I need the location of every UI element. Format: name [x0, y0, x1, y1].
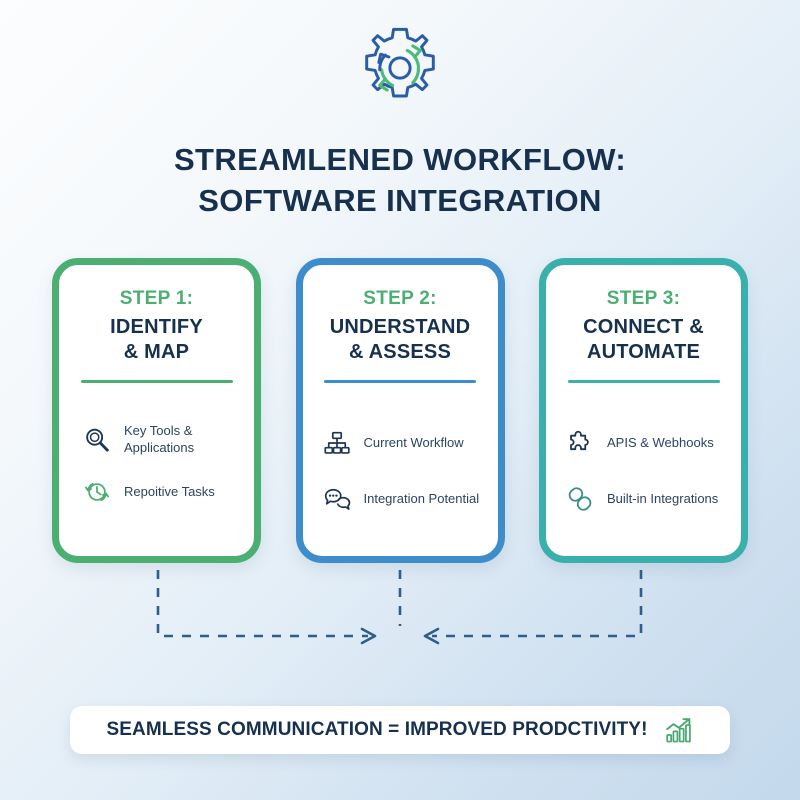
list-item-label: Key Tools & Applications — [124, 423, 194, 456]
step-3-title-line2: AUTOMATE — [586, 341, 701, 364]
gear-refresh-icon — [354, 22, 446, 119]
list-item[interactable]: Current Workflow — [321, 427, 482, 459]
step-1-label: STEP 1: — [119, 288, 194, 309]
connector-left-arrow — [156, 570, 377, 645]
step-3-label: STEP 3: — [606, 288, 681, 309]
step-1-title-line1: IDENTIFY — [110, 315, 203, 338]
list-item-label: Integration Potential — [363, 490, 480, 506]
step-2-divider — [324, 379, 476, 383]
growth-chart-icon — [664, 715, 694, 745]
list-item-label: Current Workflow — [363, 434, 464, 450]
puzzle-piece-icon — [564, 427, 596, 459]
chat-bubbles-icon — [321, 483, 353, 515]
step-1-items: Key Tools & Applications Repoitive Tasks — [75, 423, 238, 528]
step-3-divider — [567, 379, 720, 383]
list-item[interactable]: Repoitive Tasks — [81, 476, 238, 508]
step-3-title-line1: CONNECT & — [583, 315, 704, 338]
list-item[interactable]: Key Tools & Applications — [81, 423, 238, 456]
step-2-title-line2: & ASSESS — [348, 341, 451, 364]
page-title-line1: STREAMLENED WORKFLOW: — [173, 142, 627, 177]
list-item[interactable]: Built-in Integrations — [564, 483, 725, 515]
page-title: STREAMLENED WORKFLOW: SOFTWARE INTEGRATI… — [0, 140, 800, 222]
list-item-label-line2: Applications — [124, 439, 195, 455]
magnifier-icon — [81, 424, 113, 456]
org-chart-icon — [321, 427, 353, 459]
flow-connectors — [0, 560, 800, 670]
list-item-label: Built-in Integrations — [607, 490, 719, 506]
chain-link-icon — [564, 483, 596, 515]
footer-banner: SEAMLESS COMMUNICATION = IMPROVED PRODCT… — [70, 706, 730, 754]
step-2-title-line1: UNDERSTAND — [329, 315, 471, 338]
connector-right-arrow — [423, 570, 643, 645]
step-2-label: STEP 2: — [363, 288, 437, 309]
header-icon-wrap — [0, 22, 800, 119]
step-2-items: Current Workflow Integration Potential — [319, 427, 482, 539]
list-item-label: APIS & Webhooks — [607, 434, 714, 450]
step-1-divider — [80, 379, 233, 383]
list-item[interactable]: Integration Potential — [321, 483, 482, 515]
step-2-title: UNDERSTAND & ASSESS — [330, 315, 471, 366]
step-3-title: CONNECT & AUTOMATE — [583, 315, 704, 366]
step-card-3[interactable]: STEP 3: CONNECT & AUTOMATE APIS & Webhoo… — [539, 258, 748, 563]
step-3-items: APIS & Webhooks Built-in Integrations — [562, 427, 725, 539]
step-cards: STEP 1: IDENTIFY & MAP Key Tools & Appli… — [52, 258, 748, 563]
step-1-title: IDENTIFY & MAP — [110, 315, 203, 366]
page-title-line2: SOFTWARE INTEGRATION — [198, 182, 602, 218]
clock-refresh-icon — [81, 476, 113, 508]
step-card-1[interactable]: STEP 1: IDENTIFY & MAP Key Tools & Appli… — [52, 258, 261, 563]
footer-banner-text: SEAMLESS COMMUNICATION = IMPROVED PRODCT… — [106, 719, 648, 740]
list-item-label-line1: Key Tools & — [124, 422, 193, 438]
list-item[interactable]: APIS & Webhooks — [564, 427, 725, 459]
step-1-title-line2: & MAP — [123, 341, 190, 364]
step-card-2[interactable]: STEP 2: UNDERSTAND & ASSESS Current Work… — [295, 258, 505, 563]
list-item-label: Repoitive Tasks — [124, 483, 215, 499]
